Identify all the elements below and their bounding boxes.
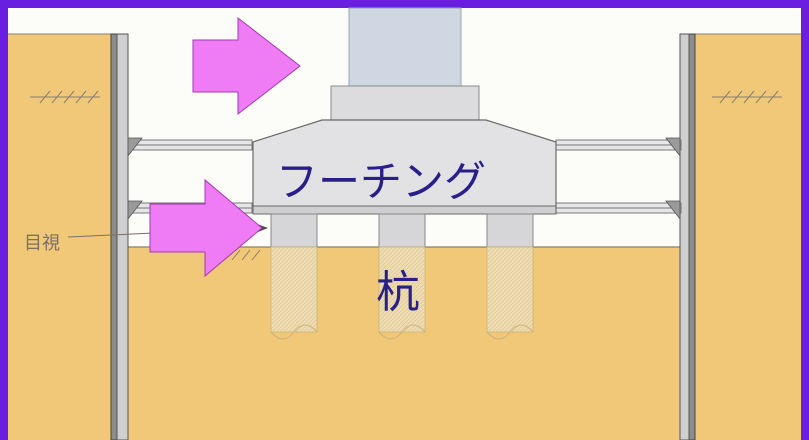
pile — [270, 213, 318, 340]
pedestal — [330, 85, 480, 125]
ground-level-hatch-icon — [30, 90, 100, 104]
wale-brackets — [127, 137, 681, 221]
pile-label: 杭 — [376, 267, 420, 318]
ground-level-hatch-icon — [712, 90, 782, 104]
right-soil-block — [695, 34, 801, 440]
upper-strut — [127, 139, 682, 151]
left-retaining-wall — [110, 33, 118, 440]
ground-level-hatch-icon — [231, 249, 261, 261]
arrow-right-icon — [192, 16, 301, 116]
left-soil-block — [8, 34, 111, 440]
pile — [378, 213, 426, 340]
column — [348, 7, 462, 89]
footing-label: フーチング — [276, 157, 487, 206]
visual-inspection-label: 目視 — [24, 233, 60, 254]
arrow-right-icon — [149, 178, 263, 278]
right-retaining-wall — [688, 33, 696, 440]
pile — [486, 213, 534, 340]
